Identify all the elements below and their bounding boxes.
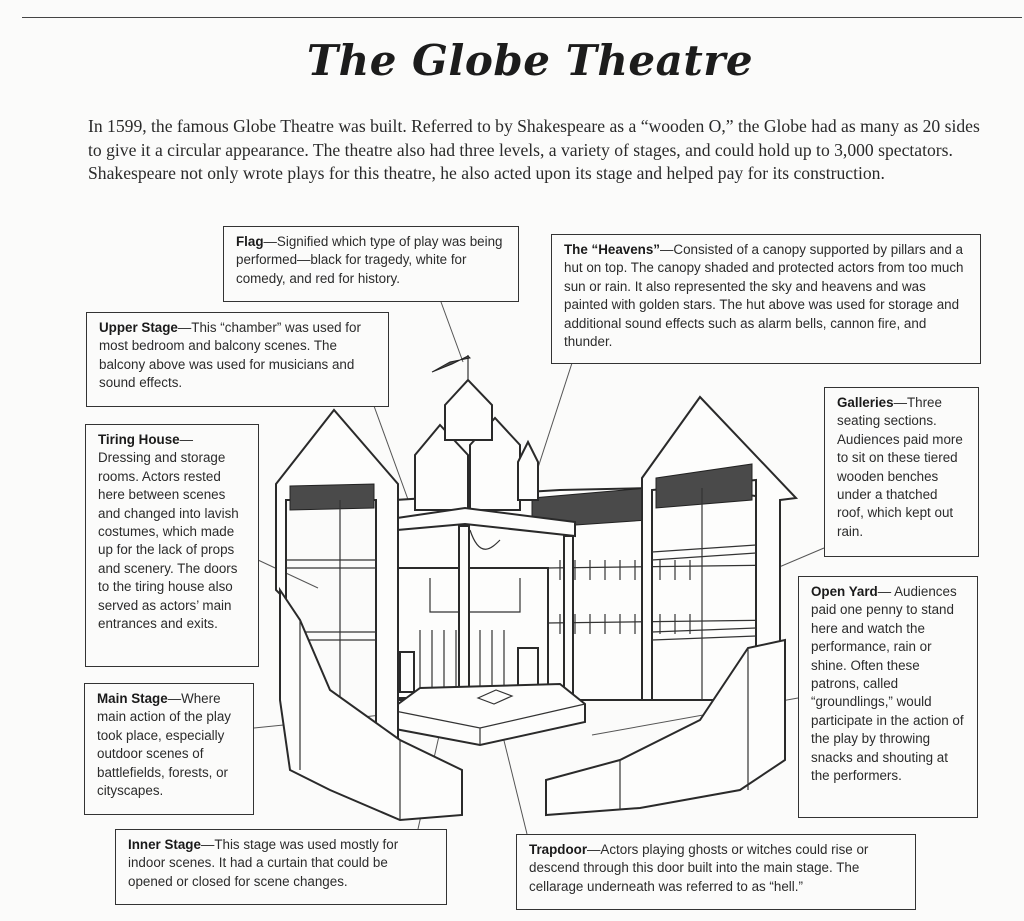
callout-main-stage-term: Main Stage	[97, 691, 168, 706]
callout-open-yard-term: Open Yard	[811, 584, 878, 599]
callout-upper-stage-text: —This “chamber” was used for most bedroo…	[99, 320, 361, 391]
leader-flag	[440, 301, 464, 363]
callout-trapdoor-term: Trapdoor	[529, 842, 588, 857]
callout-upper-stage: Upper Stage—This “chamber” was used for …	[86, 312, 389, 407]
callout-tiring-house: Tiring House— Dressing and storage rooms…	[85, 424, 259, 667]
callout-heavens-term: The “Heavens”	[564, 242, 661, 257]
main-stage	[389, 682, 586, 747]
callout-tiring-house-term: Tiring House	[98, 432, 180, 447]
callout-tiring-house-text: — Dressing and storage rooms. Actors res…	[98, 432, 239, 632]
callout-galleries: Galleries—Three seating sections. Audien…	[824, 387, 979, 557]
callout-open-yard-text: — Audiences paid one penny to stand here…	[811, 584, 964, 784]
right-gallery-tower	[545, 395, 799, 817]
tiring-house-facade	[397, 567, 549, 699]
callout-open-yard: Open Yard— Audiences paid one penny to s…	[798, 576, 978, 818]
trapdoor-mark	[476, 689, 514, 705]
left-gallery-tower	[275, 408, 463, 822]
leader-upper-stage	[373, 405, 411, 506]
callout-trapdoor-text: —Actors playing ghosts or witches could …	[529, 842, 869, 894]
callout-main-stage-text: —Where main action of the play took plac…	[97, 691, 231, 799]
heavens-canopy	[396, 506, 576, 707]
callout-inner-stage: Inner Stage—This stage was used mostly f…	[115, 829, 447, 905]
leader-tiring-house	[257, 559, 319, 589]
top-rule	[22, 17, 1022, 18]
hut	[414, 355, 539, 511]
callout-galleries-term: Galleries	[837, 395, 894, 410]
callout-flag: Flag—Signified which type of play was be…	[223, 226, 519, 302]
callout-heavens: The “Heavens”—Consisted of a canopy supp…	[551, 234, 981, 364]
intro-paragraph: In 1599, the famous Globe Theatre was bu…	[88, 116, 980, 183]
page-title: The Globe Theatre	[306, 36, 754, 85]
callout-inner-stage-term: Inner Stage	[128, 837, 201, 852]
callout-galleries-text: —Three seating sections. Audiences paid …	[837, 395, 963, 539]
callout-flag-term: Flag	[236, 234, 264, 249]
flag-icon	[431, 355, 472, 373]
callout-main-stage: Main Stage—Where main action of the play…	[84, 683, 254, 815]
callout-flag-text: —Signified which type of play was being …	[236, 234, 503, 286]
callout-trapdoor: Trapdoor—Actors playing ghosts or witche…	[516, 834, 916, 910]
callout-upper-stage-term: Upper Stage	[99, 320, 178, 335]
callout-heavens-text: —Consisted of a canopy supported by pill…	[564, 242, 964, 350]
callout-inner-stage-text: —This stage was used mostly for indoor s…	[128, 837, 399, 889]
